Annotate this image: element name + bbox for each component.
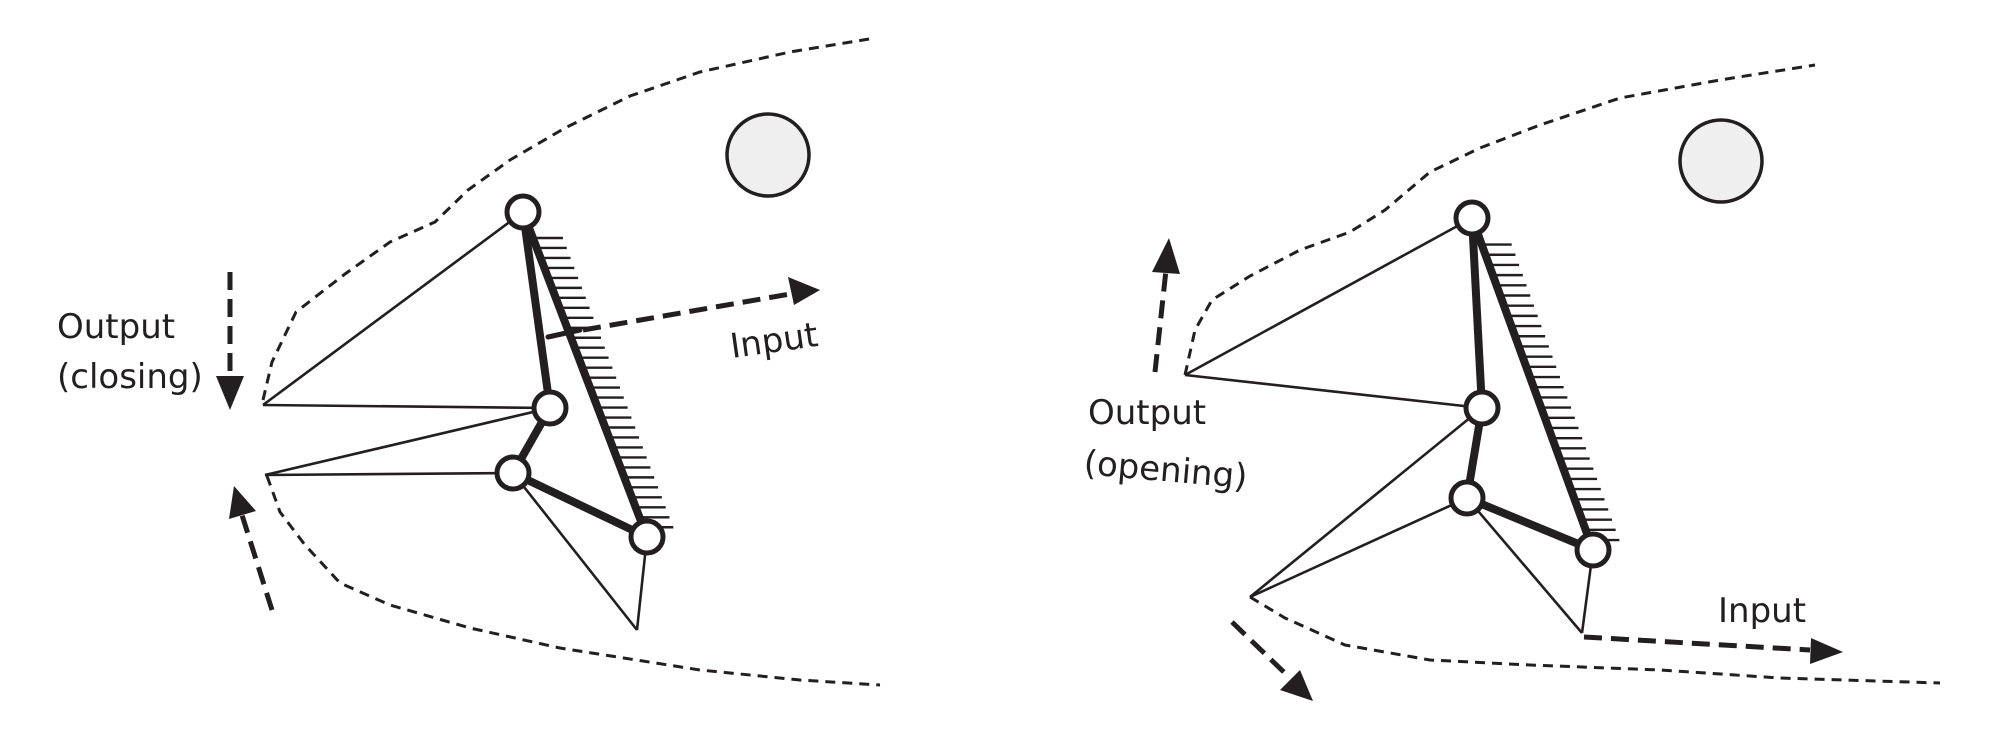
input-arrow-line: [1583, 634, 1811, 653]
eye-circle: [1678, 118, 1764, 204]
output-label-line1: Output: [1088, 393, 1206, 433]
joint-lower: [1448, 479, 1486, 517]
maxilla-link: [519, 208, 554, 412]
joint-middle: [1463, 389, 1501, 427]
joint-bottom: [628, 518, 666, 556]
input-stub: [545, 327, 583, 340]
upper-jaw-lower-bar: [262, 403, 551, 410]
suspensorium-bar: [511, 472, 639, 631]
output-label-line2: (closing): [57, 357, 203, 397]
joint-middle: [531, 389, 569, 427]
output-arrowhead-upper: [1152, 238, 1180, 274]
joint-top: [504, 193, 542, 231]
output-arrowhead-lower: [1280, 670, 1313, 701]
ground-hatching: [1481, 243, 1620, 542]
fixed-link: [1468, 214, 1597, 554]
panel-opening: Input Output (opening): [1082, 63, 1941, 701]
output-arrowhead-upper: [216, 376, 244, 410]
output-label-line2: (opening): [1082, 443, 1249, 497]
joint-bottom: [1574, 531, 1612, 569]
lower-jaw-upper-bar: [264, 406, 551, 477]
suspensorium-bar: [1466, 497, 1583, 634]
output-arrowhead-lower: [229, 486, 256, 519]
output-arrow-upper-line: [1152, 269, 1169, 373]
upper-jaw-bar: [1184, 216, 1473, 377]
input-link: [509, 469, 651, 541]
eye-circle: [725, 112, 811, 198]
lower-jaw-lower-bar: [1249, 496, 1468, 599]
lower-jaw-lower-bar: [264, 471, 514, 477]
ground-hatching: [532, 236, 674, 529]
head-outline-lower: [1249, 595, 1941, 685]
input-arrowhead: [1810, 638, 1843, 664]
head-outline-lower: [265, 475, 881, 687]
output-arrow-lower-line: [239, 514, 275, 611]
maxilla-link: [1468, 214, 1486, 412]
head-outline-upper: [1183, 63, 1816, 376]
input-label: Input: [1718, 591, 1806, 631]
upper-jaw-bar: [262, 210, 524, 407]
panel-closing: Input Output (closing): [57, 36, 881, 687]
joint-lower: [494, 454, 532, 492]
joint-top: [1453, 199, 1491, 237]
input-arrowhead: [788, 277, 820, 305]
input-label: Input: [728, 315, 821, 367]
upper-jaw-lower-bar: [1184, 373, 1483, 410]
input-link: [1463, 494, 1597, 554]
output-label-line1: Output: [57, 307, 175, 347]
fixed-link: [519, 208, 651, 541]
output-arrow-lower-line: [1230, 620, 1292, 680]
lower-jaw-upper-bar: [1249, 406, 1483, 599]
input-arrow-line: [582, 291, 791, 333]
head-outline-upper: [261, 36, 876, 401]
